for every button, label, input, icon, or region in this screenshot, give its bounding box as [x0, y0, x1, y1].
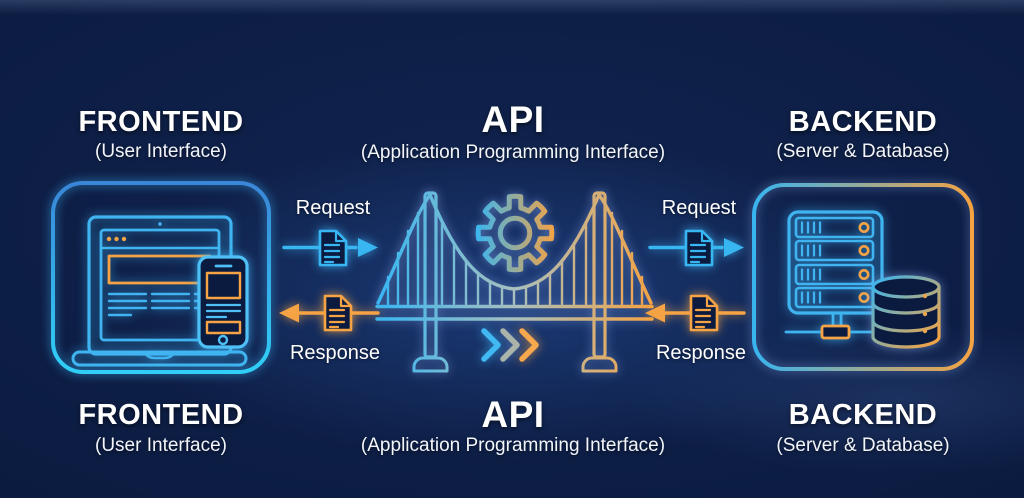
gear-icon	[478, 196, 552, 270]
api-subtitle-bottom: (Application Programming Interface)	[360, 435, 666, 456]
bridge-foot-left	[414, 358, 447, 371]
bridge-hangers	[388, 213, 642, 304]
request-arrow-left	[284, 231, 378, 265]
laptop-icon	[73, 217, 246, 365]
request-document-icon	[320, 231, 346, 265]
api-title-bottom: API	[481, 394, 545, 435]
database-icon	[873, 277, 939, 347]
rack-foot	[822, 326, 849, 338]
frontend-panel-border	[53, 183, 269, 372]
api-subtitle-top: (Application Programming Interface)	[360, 142, 666, 163]
server-drawers	[796, 218, 873, 307]
response-label-right: Response	[655, 342, 747, 364]
frontend-title-top: FRONTEND	[78, 106, 244, 138]
bridge-icon	[377, 193, 652, 371]
frontend-subtitle-top: (User Interface)	[95, 141, 227, 162]
response-document-icon	[325, 296, 351, 330]
server-rack-icon	[786, 212, 882, 338]
backend-title-bottom: BACKEND	[788, 399, 938, 431]
response-arrowhead	[279, 303, 299, 323]
chevrons-icon	[484, 331, 536, 359]
laptop-camera-dot	[158, 222, 162, 226]
request-arrowhead	[724, 238, 744, 257]
frontend-title-bottom: FRONTEND	[78, 399, 244, 431]
request-arrowhead	[358, 238, 378, 257]
browser-window-icon	[101, 230, 219, 340]
backend-subtitle-bottom: (Server & Database)	[776, 435, 950, 456]
server-indicator-lights	[860, 223, 868, 301]
frontend-subtitle-bottom: (User Interface)	[95, 435, 227, 456]
smartphone-icon	[199, 257, 247, 347]
laptop-base	[73, 352, 246, 365]
api-title-top: API	[481, 99, 545, 140]
browser-banner	[109, 256, 210, 283]
backend-panel-border	[754, 185, 972, 369]
response-label-left: Response	[289, 342, 381, 364]
bridge-deck	[377, 307, 652, 320]
request-label-right: Request	[661, 197, 737, 219]
backend-subtitle-top: (Server & Database)	[776, 141, 950, 162]
response-document-icon	[691, 296, 717, 330]
bridge-foot-right	[583, 358, 616, 371]
phone-home-button	[219, 336, 227, 344]
response-arrow-right	[645, 296, 744, 330]
bridge-tower-left	[425, 193, 436, 357]
request-document-icon	[686, 231, 712, 265]
backend-title-top: BACKEND	[788, 106, 938, 138]
response-arrowhead	[645, 303, 665, 323]
response-arrow-left	[279, 296, 378, 330]
request-arrow-right	[650, 231, 744, 265]
database-dots	[922, 293, 928, 334]
request-label-left: Request	[295, 197, 371, 219]
bridge-tower-right	[594, 193, 605, 357]
